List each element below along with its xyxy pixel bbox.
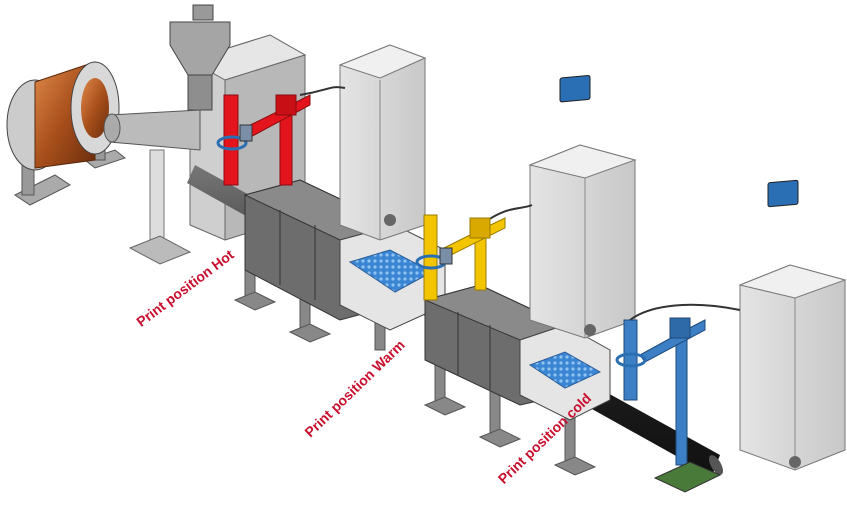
printer-cabinet-hot	[338, 44, 427, 241]
cable-reel	[6, 61, 127, 206]
hopper	[169, 4, 231, 111]
barrel	[103, 109, 201, 265]
print-head-hot	[216, 86, 346, 186]
label-print-position-warm: Print position Warm	[301, 337, 407, 441]
print-head-cold	[615, 303, 741, 493]
printer-cabinet-cold	[738, 179, 847, 471]
label-print-position-hot: Print position Hot	[133, 246, 237, 330]
print-head-warm	[415, 204, 533, 301]
printer-cabinet-warm	[528, 75, 637, 339]
